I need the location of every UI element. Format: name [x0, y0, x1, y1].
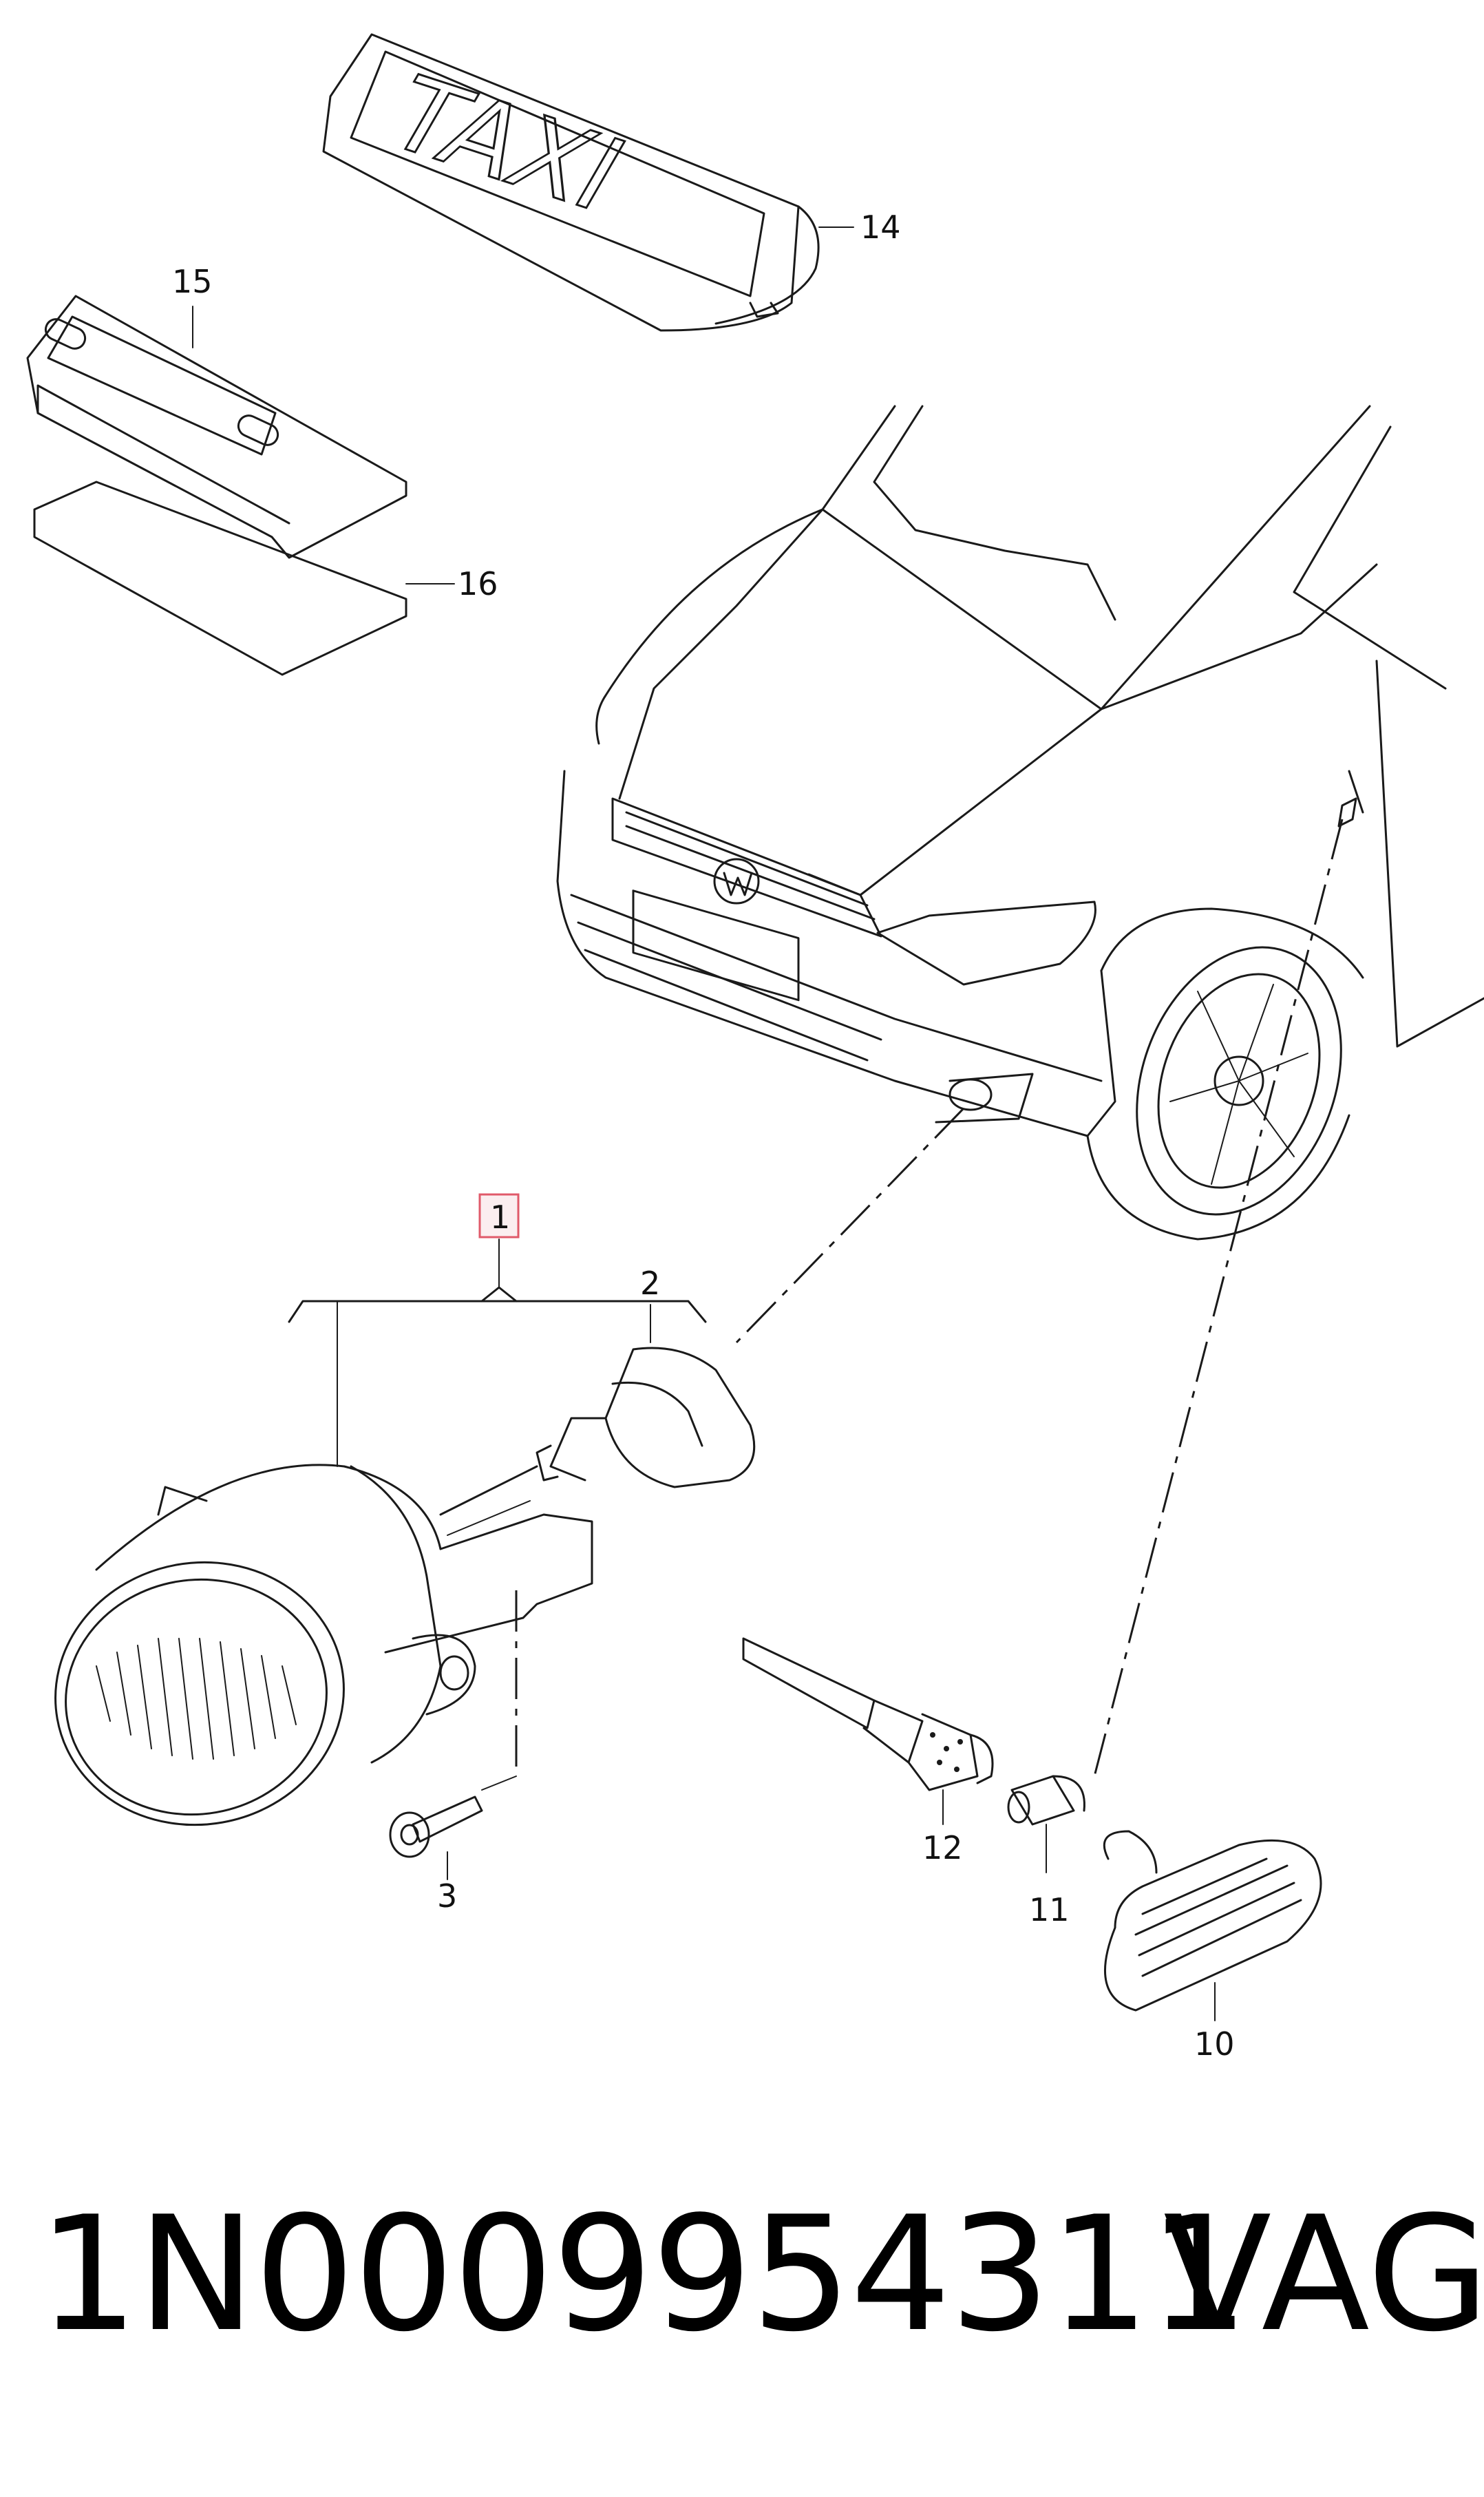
screw [389, 1795, 483, 1858]
vehicle-outline [556, 405, 1484, 1241]
callout-10: 10 [1194, 2025, 1235, 2063]
taxi-sign-text: TAXI [367, 56, 645, 233]
assembly-bracket [288, 1239, 707, 1467]
callout-16: 16 [458, 565, 498, 602]
leader-sidemarker [1093, 819, 1344, 1777]
callout-14: 14 [860, 209, 901, 246]
callout-1-box [480, 1194, 518, 1237]
taxi-roof-sign: TAXI [322, 33, 820, 332]
callout-11: 11 [1029, 1891, 1070, 1928]
brand-label: VAG [1163, 2183, 1484, 2367]
marker-bulb [1007, 1775, 1085, 1826]
callout-1: 1 [490, 1199, 510, 1236]
callout-3: 3 [437, 1877, 457, 1915]
fog-light-housing [54, 1464, 593, 1826]
callout-15: 15 [172, 263, 213, 300]
roof-light-module [26, 295, 407, 559]
part-number: 1N0009954311 [38, 2183, 1249, 2367]
callout-2: 2 [640, 1265, 660, 1302]
leader-foglight [735, 1107, 965, 1344]
wiring-socket [742, 1637, 994, 1791]
fog-bulb [439, 1347, 756, 1516]
side-marker-lamp [1103, 1830, 1322, 2012]
mounting-pad [33, 481, 407, 676]
callout-12: 12 [922, 1829, 963, 1866]
